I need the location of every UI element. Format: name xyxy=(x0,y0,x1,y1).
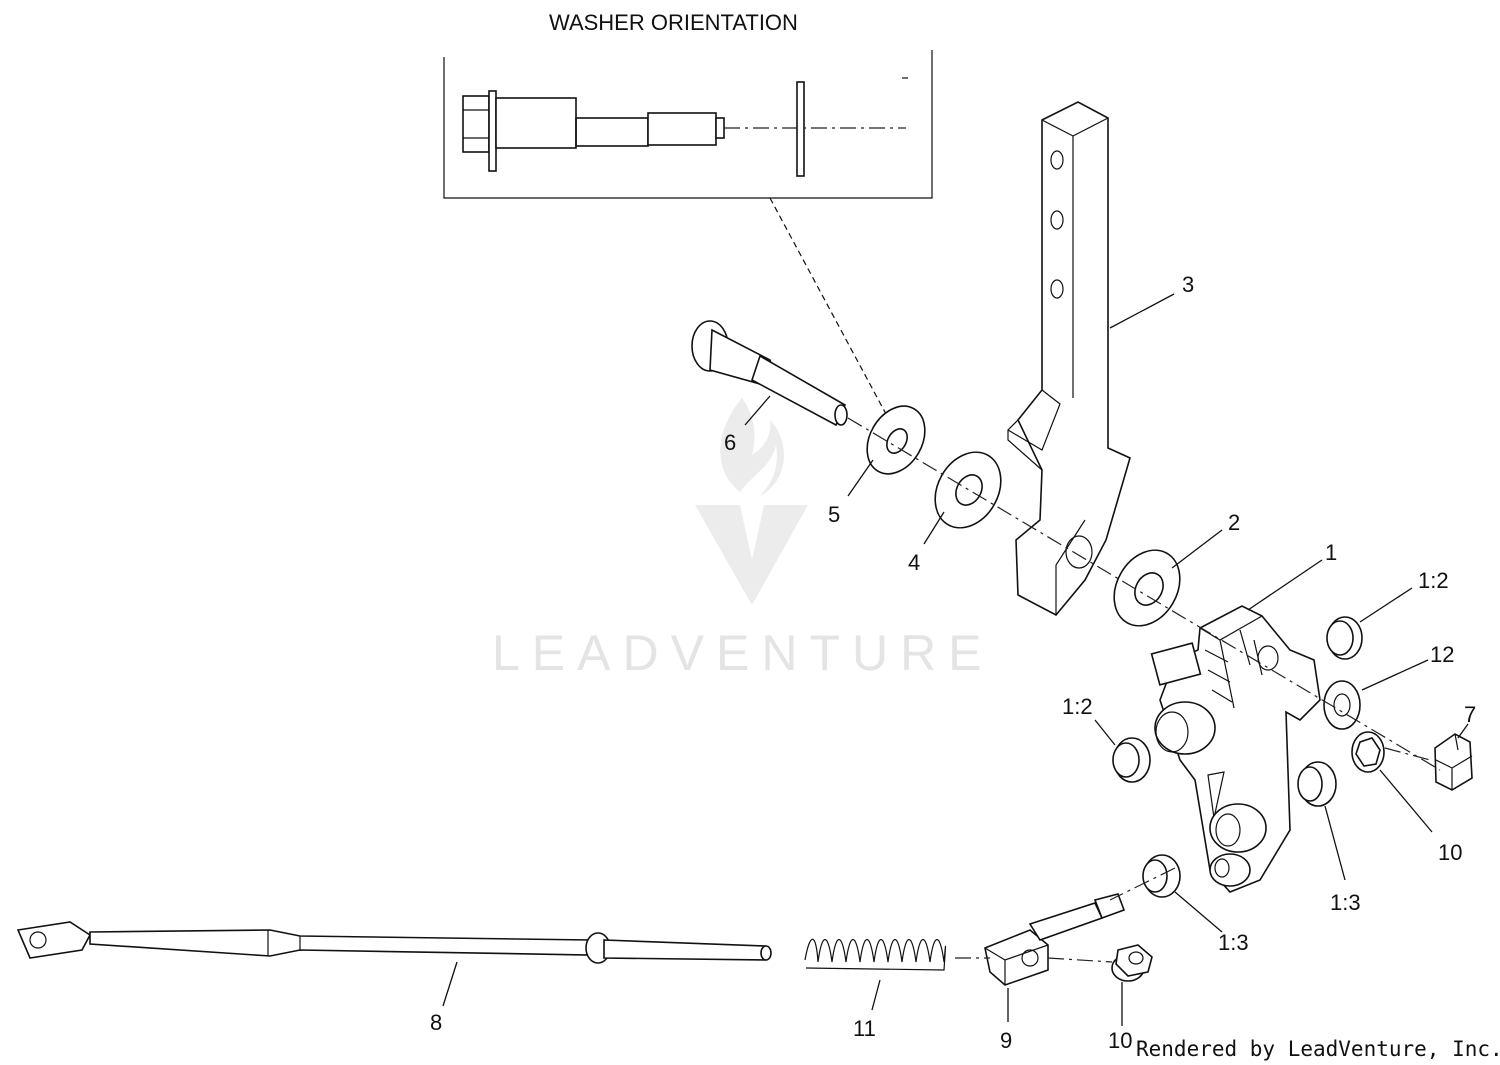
inset-frame xyxy=(443,50,933,199)
callout-1-2-lower: 1:2 xyxy=(1062,694,1093,719)
part-12-washer xyxy=(1323,680,1361,730)
inset-title: WASHER ORIENTATION xyxy=(549,10,798,35)
callout-1-3-upper: 1:3 xyxy=(1330,890,1361,915)
callout-11: 11 xyxy=(853,1016,876,1041)
v-logo-icon xyxy=(695,505,808,605)
callout-6: 6 xyxy=(724,430,736,455)
callout-4: 4 xyxy=(908,550,920,575)
inset-leader xyxy=(769,197,887,415)
part-5-washer xyxy=(866,405,926,475)
callout-8: 8 xyxy=(430,1010,442,1035)
callout-10-lower: 10 xyxy=(1108,1028,1132,1053)
part-8-rod xyxy=(16,917,772,964)
part-1-3-bushing-upper xyxy=(1297,761,1337,807)
part-3-lever xyxy=(1007,101,1131,617)
flame-icon xyxy=(720,398,784,496)
centerline-nut xyxy=(1384,747,1431,761)
callout-12: 12 xyxy=(1430,642,1454,667)
callout-1-2-upper: 1:2 xyxy=(1418,568,1449,593)
washer-orientation-inset: WASHER ORIENTATION xyxy=(443,10,933,199)
callout-labels: 3 6 5 4 2 1 1:2 12 1:2 7 10 1:3 1:3 8 11… xyxy=(430,272,1476,1053)
part-7-nut xyxy=(1434,733,1473,791)
callout-10-upper: 10 xyxy=(1438,840,1462,865)
centerline-lower xyxy=(1109,867,1176,901)
callout-1-3-lower: 1:3 xyxy=(1218,930,1249,955)
callout-2: 2 xyxy=(1228,510,1240,535)
leadventure-watermark: LEADVENTURE xyxy=(492,398,994,681)
callout-7: 7 xyxy=(1464,702,1476,727)
part-9-clevis xyxy=(984,893,1126,986)
part-2-washer xyxy=(1113,549,1181,627)
part-10-flange-nut-upper xyxy=(1351,731,1385,773)
part-11-spring xyxy=(804,938,947,971)
centerline-rod xyxy=(955,957,1113,963)
callout-5: 5 xyxy=(828,502,840,527)
centerline-upper xyxy=(847,417,1441,771)
inset-washer xyxy=(796,81,805,177)
part-1-2-bushing-lower xyxy=(1112,737,1151,783)
part-1-bellcrank xyxy=(1150,605,1321,893)
callout-1: 1 xyxy=(1325,540,1337,565)
watermark-text: LEADVENTURE xyxy=(492,625,994,681)
leader-lines xyxy=(442,293,1469,1026)
part-10-flange-nut-lower xyxy=(1111,944,1153,982)
inset-bolt xyxy=(462,90,725,172)
rendered-by-credit: Rendered by LeadVenture, Inc. xyxy=(1136,1037,1500,1061)
part-1-2-bushing-upper xyxy=(1326,616,1363,660)
part-6-pin xyxy=(691,320,848,427)
callout-3: 3 xyxy=(1182,272,1194,297)
callout-9: 9 xyxy=(1000,1028,1012,1053)
part-1-3-bushing-lower xyxy=(1142,854,1181,898)
